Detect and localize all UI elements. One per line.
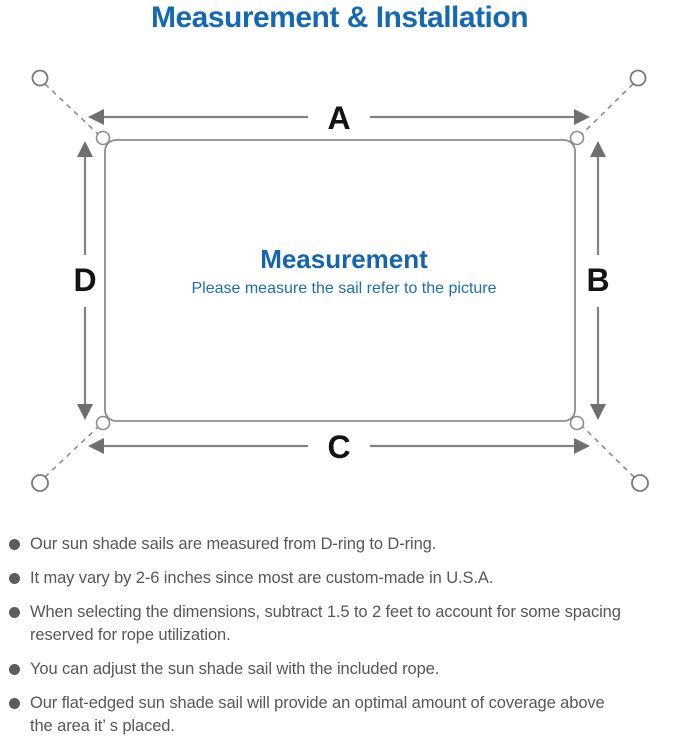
anchor-point-bottom-left	[31, 474, 49, 492]
sail-outline	[104, 139, 576, 422]
bullet-icon	[9, 573, 20, 584]
note-text: You can adjust the sun shade sail with t…	[30, 660, 440, 678]
list-item: Our sun shade sails are measured from D-…	[9, 533, 676, 556]
dimension-label-a: A	[327, 100, 350, 136]
anchor-points	[31, 69, 649, 492]
arrowhead-a-left	[88, 109, 104, 125]
notes-list: Our sun shade sails are measured from D-…	[9, 533, 676, 739]
corner-guy-lines	[44, 83, 635, 478]
bullet-icon	[9, 539, 20, 550]
list-item: You can adjust the sun shade sail with t…	[9, 658, 676, 681]
note-text: Our sun shade sails are measured from D-…	[30, 535, 437, 553]
d-ring-top-right	[569, 130, 585, 146]
arrowhead-c-left	[88, 438, 104, 454]
dimension-arrow-lines	[83, 115, 600, 448]
note-text: When selecting the dimensions, subtract …	[30, 603, 621, 644]
bullet-icon	[9, 664, 20, 675]
list-item: It may vary by 2-6 inches since most are…	[9, 567, 676, 590]
d-ring-top-left	[95, 130, 111, 146]
guy-line-bottom-right	[581, 425, 635, 478]
arrowhead-d-bottom	[77, 404, 93, 420]
arrowhead-b-top	[590, 141, 606, 157]
guy-line-top-left	[44, 83, 100, 136]
dimension-label-d: D	[73, 262, 96, 298]
guy-line-bottom-left	[44, 425, 100, 478]
anchor-point-top-left	[31, 69, 49, 87]
diagram-center-title: Measurement	[260, 244, 428, 274]
note-text: Our flat-edged sun shade sail will provi…	[30, 694, 605, 735]
bullet-icon	[9, 698, 20, 709]
d-ring-bottom-left	[95, 415, 111, 431]
note-text: It may vary by 2-6 inches since most are…	[30, 569, 494, 587]
diagram-center-subtitle: Please measure the sail refer to the pic…	[191, 280, 496, 297]
sail-measurement-diagram: A B C D Measurement Please measure the s…	[31, 69, 649, 492]
guy-line-top-right	[580, 83, 634, 136]
arrowhead-d-top	[77, 141, 93, 157]
d-rings	[95, 130, 585, 431]
list-item: When selecting the dimensions, subtract …	[9, 601, 676, 647]
d-ring-bottom-right	[569, 415, 585, 431]
page-title: Measurement & Installation	[150, 1, 529, 34]
list-item: Our flat-edged sun shade sail will provi…	[9, 692, 676, 738]
arrowhead-c-right	[574, 438, 590, 454]
bullet-icon	[9, 607, 20, 618]
arrowhead-a-right	[574, 109, 590, 125]
arrowhead-b-bottom	[590, 404, 606, 420]
anchor-point-top-right	[629, 69, 647, 87]
dimension-arrowheads	[77, 109, 606, 454]
dimension-label-b: B	[586, 262, 609, 298]
anchor-point-bottom-right	[631, 474, 649, 492]
dimension-label-c: C	[327, 429, 350, 465]
